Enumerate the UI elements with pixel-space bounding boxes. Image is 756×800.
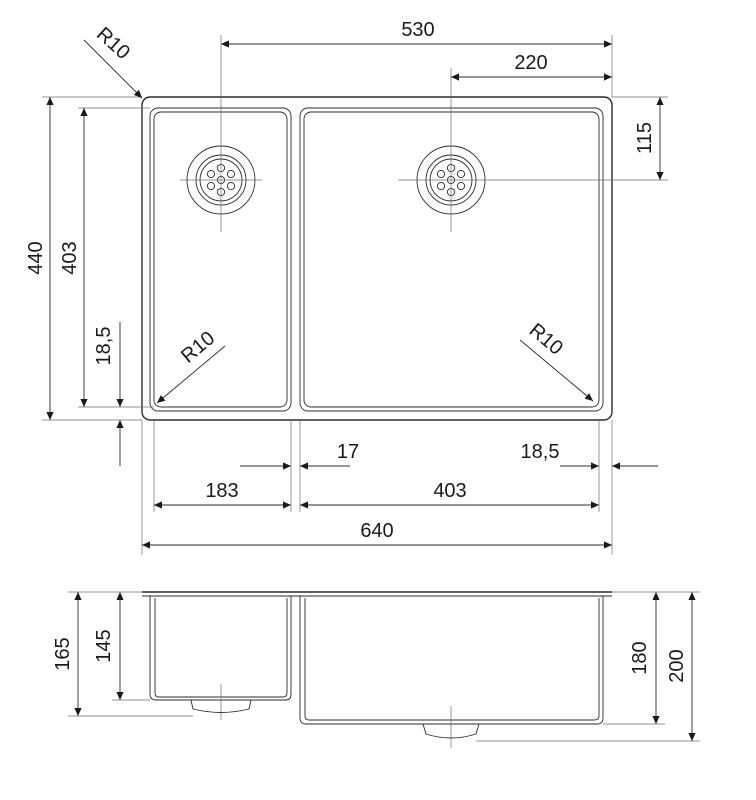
top-view: 530 220 115 440 403 18,5 17 18,5 183 403… [25, 19, 668, 555]
dim-label-r10-left-bowl: R10 [177, 327, 219, 367]
left-bowl-outline [149, 107, 292, 412]
dim-label-18-5-bottom: 18,5 [93, 327, 115, 366]
side-left-bowl-profile [149, 596, 292, 701]
radius-leader-left-bowl [156, 345, 226, 404]
side-left-bowl-inner-profile [154, 598, 288, 698]
side-view: 165 145 180 200 [52, 591, 700, 748]
dim-label-640: 640 [360, 520, 393, 542]
dim-label-r10-right-bowl: R10 [525, 319, 567, 359]
dim-label-220: 220 [514, 52, 547, 74]
dim-label-403-horizontal: 403 [433, 480, 466, 502]
sink-outer-outline [141, 96, 613, 421]
dim-label-145: 145 [93, 629, 115, 662]
dim-label-530: 530 [401, 19, 434, 41]
dim-label-r10-outer: R10 [92, 23, 134, 64]
dim-label-115: 115 [634, 122, 656, 154]
side-right-bowl-profile [299, 596, 604, 725]
radius-leader-right-bowl [519, 339, 594, 402]
right-bowl-inner-outline [303, 111, 600, 408]
dim-label-403-vertical: 403 [59, 241, 81, 274]
left-bowl-inner-outline [153, 111, 288, 408]
dim-label-17: 17 [337, 441, 359, 463]
dim-label-183: 183 [205, 480, 238, 502]
dim-label-165: 165 [52, 637, 74, 670]
side-right-bowl-inner-profile [304, 598, 600, 721]
dim-label-440: 440 [25, 241, 47, 274]
dim-label-200: 200 [666, 649, 688, 682]
radius-leader-outer [83, 39, 143, 99]
dim-label-18-5-right: 18,5 [521, 441, 560, 463]
dim-label-180: 180 [629, 641, 651, 674]
right-bowl-outline [299, 107, 604, 412]
